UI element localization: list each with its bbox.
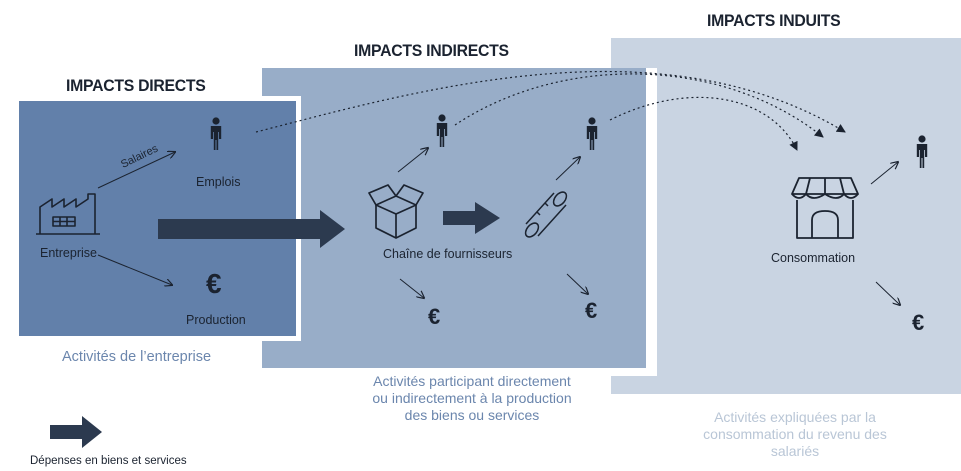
induced-caption-line: Activités expliquées par la <box>714 409 876 425</box>
salary-flow-dotted-arrow-3 <box>609 96 798 151</box>
salary-arrow <box>97 152 175 189</box>
salary-flow-dotted-arrow-2 <box>454 73 824 138</box>
supplier-employee-icon-1 <box>436 114 448 147</box>
factory-icon <box>36 193 100 235</box>
legend-label: Dépenses en biens et services <box>30 455 187 467</box>
direct-impacts-title: IMPACTS DIRECTS <box>66 76 206 95</box>
supplier-job-arrow-1 <box>397 148 428 173</box>
direct-impacts-panel <box>19 101 296 336</box>
salary-flow-dotted-arrow-1 <box>255 70 846 133</box>
box-icon <box>368 184 424 239</box>
production-arrow <box>97 254 172 285</box>
consumption-euro-icon: € <box>912 310 925 335</box>
consumption-label: Consommation <box>771 251 856 265</box>
spending-arrow-medium <box>443 202 500 234</box>
induced-impacts-title: IMPACTS INDUITS <box>707 11 841 30</box>
indirect-impacts-title: IMPACTS INDIRECTS <box>354 41 509 60</box>
supplier-employee-icon-2 <box>586 117 598 150</box>
suppliers-label: Chaîne de fournisseurs <box>383 247 513 261</box>
spending-arrow-large <box>158 210 345 248</box>
supplier-euro-arrow-2 <box>566 273 588 294</box>
induced-caption-line: consommation du revenu des <box>703 426 887 442</box>
supplier-euro-icon-1: € <box>428 304 441 329</box>
induced-caption: Activités expliquées par la consommation… <box>665 409 925 460</box>
rolled-material-icon <box>524 191 568 238</box>
indirect-caption: Activités participant directement ou ind… <box>322 373 622 424</box>
supplier-euro-arrow-1 <box>399 278 424 298</box>
enterprise-label: Entreprise <box>40 246 97 260</box>
euro-icon: € <box>206 268 222 299</box>
supplier-euro-icon-2: € <box>585 298 598 323</box>
employee-icon <box>210 117 222 150</box>
indirect-caption-line: Activités participant directement <box>373 373 571 389</box>
jobs-label: Emplois <box>196 175 241 189</box>
production-label: Production <box>186 313 246 327</box>
shop-icon <box>791 177 859 239</box>
indirect-caption-line: des biens ou services <box>404 407 540 423</box>
legend-arrow <box>50 416 102 448</box>
direct-caption: Activités de l’entreprise <box>62 349 212 365</box>
indirect-caption-line: ou indirectement à la production <box>372 390 572 406</box>
consumption-euro-arrow <box>875 281 900 305</box>
supplier-job-arrow-2 <box>555 157 580 181</box>
induced-caption-line: salariés <box>770 443 820 459</box>
consumption-employee-icon <box>916 135 928 168</box>
induced-impacts-panel <box>611 38 961 394</box>
consumption-job-arrow <box>870 162 898 185</box>
